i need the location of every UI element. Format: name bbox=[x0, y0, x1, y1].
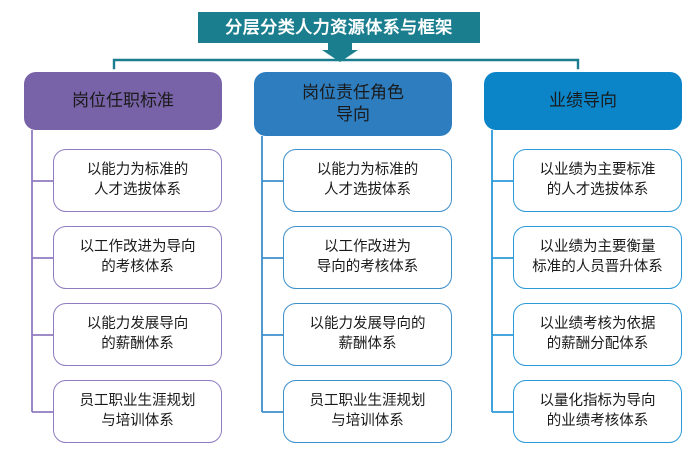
top-bracket bbox=[112, 58, 580, 70]
leaf-label-c-3: 以量化指标为导向 的业绩考核体系 bbox=[539, 393, 656, 429]
leaf-box-c-3[interactable]: 以量化指标为导向 的业绩考核体系 bbox=[513, 380, 682, 443]
column-header-0[interactable]: 岗位任职标准 bbox=[24, 72, 222, 130]
column-header-2[interactable]: 业绩导向 bbox=[484, 72, 682, 130]
leaf-box-a-3[interactable]: 员工职业生涯规划 与培训体系 bbox=[53, 380, 222, 443]
leaf-box-b-3[interactable]: 员工职业生涯规划 与培训体系 bbox=[283, 380, 452, 443]
leaf-box-a-1[interactable]: 以工作改进为导向 的考核体系 bbox=[53, 226, 222, 289]
leaf-box-b-2[interactable]: 以能力发展导向的 薪酬体系 bbox=[283, 303, 452, 366]
leaf-box-a-0[interactable]: 以能力为标准的 人才选拔体系 bbox=[53, 149, 222, 212]
leaf-label-a-3: 员工职业生涯规划 与培训体系 bbox=[79, 393, 196, 429]
leaf-label-b-2: 以能力发展导向的 薪酬体系 bbox=[309, 316, 426, 352]
page-title: 分层分类人力资源体系与框架 bbox=[225, 18, 453, 37]
column-header-2-label: 业绩导向 bbox=[549, 91, 617, 111]
diagram-title-banner: 分层分类人力资源体系与框架 bbox=[198, 12, 480, 43]
column-header-1[interactable]: 岗位责任角色 导向 bbox=[254, 72, 452, 136]
leaf-label-b-3: 员工职业生涯规划 与培训体系 bbox=[309, 393, 426, 429]
leaf-label-c-1: 以业绩为主要衡量 标准的人员晋升体系 bbox=[532, 239, 663, 275]
leaf-label-b-1: 以工作改进为 导向的考核体系 bbox=[316, 239, 419, 275]
leaf-box-b-1[interactable]: 以工作改进为 导向的考核体系 bbox=[283, 226, 452, 289]
leaf-label-a-1: 以工作改进为导向 的考核体系 bbox=[79, 239, 196, 275]
title-down-arrow bbox=[322, 43, 358, 62]
leaf-label-c-0: 以业绩为主要标准 的人才选拔体系 bbox=[539, 162, 656, 198]
leaf-label-c-2: 以业绩考核为依据 的薪酬分配体系 bbox=[539, 316, 656, 352]
column-header-1-label: 岗位责任角色 导向 bbox=[302, 83, 404, 124]
column-header-0-label: 岗位任职标准 bbox=[72, 91, 174, 111]
leaf-label-a-2: 以能力发展导向 的薪酬体系 bbox=[86, 316, 189, 352]
leaf-box-b-0[interactable]: 以能力为标准的 人才选拔体系 bbox=[283, 149, 452, 212]
leaf-label-a-0: 以能力为标准的 人才选拔体系 bbox=[86, 162, 189, 198]
leaf-box-c-2[interactable]: 以业绩考核为依据 的薪酬分配体系 bbox=[513, 303, 682, 366]
leaf-box-c-1[interactable]: 以业绩为主要衡量 标准的人员晋升体系 bbox=[513, 226, 682, 289]
leaf-label-b-0: 以能力为标准的 人才选拔体系 bbox=[316, 162, 419, 198]
leaf-box-c-0[interactable]: 以业绩为主要标准 的人才选拔体系 bbox=[513, 149, 682, 212]
leaf-box-a-2[interactable]: 以能力发展导向 的薪酬体系 bbox=[53, 303, 222, 366]
